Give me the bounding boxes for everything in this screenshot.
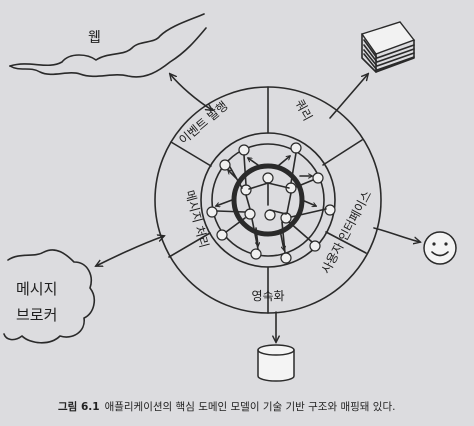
sector-event-publish-label: 이벤트 발행 (176, 98, 231, 147)
domain-node (219, 159, 231, 171)
sector-message-processing-label: 메시지 처리 (182, 189, 211, 250)
domain-node (238, 144, 250, 156)
documents-arrow (329, 74, 368, 119)
domain-node (312, 172, 324, 184)
domain-node (250, 248, 262, 260)
figure-number: 그림 6.1 (58, 401, 100, 413)
persistence-label: 영속화 (251, 289, 284, 303)
connection-arrows (96, 74, 420, 342)
message-broker-label-line2: 브로커 (16, 306, 57, 324)
domain-node (244, 208, 256, 220)
domain-node (216, 229, 228, 241)
domain-node (240, 184, 252, 196)
sector-query-label: 쿼리 (292, 97, 315, 123)
message-broker-cloud-icon (3, 249, 96, 344)
user-arrow (373, 227, 420, 242)
domain-node (206, 206, 218, 218)
web-cloud-icon (9, 13, 207, 78)
broker-arrow (96, 236, 164, 266)
figure-caption: 그림 6.1 애플리케이션의 핵심 도메인 모델이 기술 기반 구조와 매핑돼 있… (58, 401, 395, 413)
figure-caption-text: 애플리케이션의 핵심 도메인 모델이 기술 기반 구조와 매핑돼 있다. (105, 401, 396, 413)
document-stack-icon (360, 21, 416, 73)
web-arrow (170, 74, 212, 110)
domain-node (290, 142, 302, 154)
database-cylinder-icon (257, 344, 295, 382)
user-smiley-icon (423, 231, 457, 265)
web-label: 웹 (88, 30, 101, 46)
domain-model-nodes (206, 142, 336, 264)
domain-node (280, 212, 292, 224)
domain-node (280, 252, 292, 264)
domain-node (324, 204, 336, 216)
domain-node (262, 172, 274, 184)
domain-node (309, 240, 321, 252)
message-broker-label-line1: 메시지 (16, 280, 57, 298)
